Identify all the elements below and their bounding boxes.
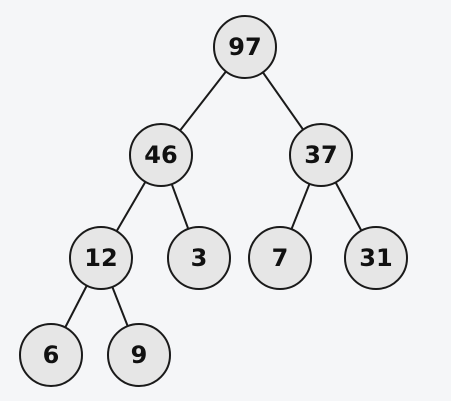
node-circle (344, 226, 408, 290)
tree-node-6: 6 (19, 323, 83, 387)
node-circle (167, 226, 231, 290)
tree-node-37: 37 (289, 123, 353, 187)
node-label: 12 (84, 244, 117, 272)
node-circle (248, 226, 312, 290)
node-label: 46 (144, 141, 177, 169)
node-label: 9 (131, 341, 148, 369)
node-circle (213, 15, 277, 79)
tree-node-12: 12 (69, 226, 133, 290)
tree-node-9: 9 (107, 323, 171, 387)
node-circle (289, 123, 353, 187)
node-label: 6 (43, 341, 60, 369)
tree-node-3: 3 (167, 226, 231, 290)
tree-node-46: 46 (129, 123, 193, 187)
node-circle (19, 323, 83, 387)
node-label: 7 (272, 244, 289, 272)
node-label: 3 (191, 244, 208, 272)
tree-node-31: 31 (344, 226, 408, 290)
node-circle (129, 123, 193, 187)
tree-node-7: 7 (248, 226, 312, 290)
node-label: 97 (228, 33, 261, 61)
tree-node-97: 97 (213, 15, 277, 79)
node-circle (69, 226, 133, 290)
node-label: 31 (359, 244, 392, 272)
tree-edges (50, 46, 377, 356)
node-label: 37 (304, 141, 337, 169)
node-circle (107, 323, 171, 387)
